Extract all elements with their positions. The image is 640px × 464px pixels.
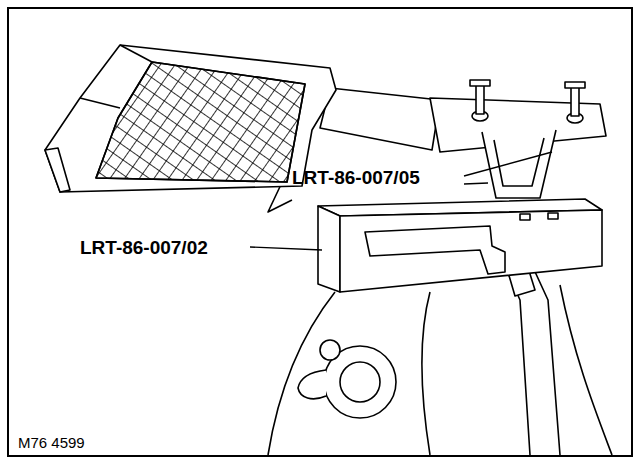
- upper-tool: [45, 45, 606, 212]
- frame-border: [8, 8, 632, 456]
- tool-part-number: LRT-86-007/02: [80, 238, 208, 257]
- figure-number: M76 4599: [18, 435, 85, 450]
- tool-part-number: LRT-86-007/05: [292, 168, 420, 187]
- leader-lines: [250, 152, 552, 250]
- tray-tool: [318, 199, 602, 292]
